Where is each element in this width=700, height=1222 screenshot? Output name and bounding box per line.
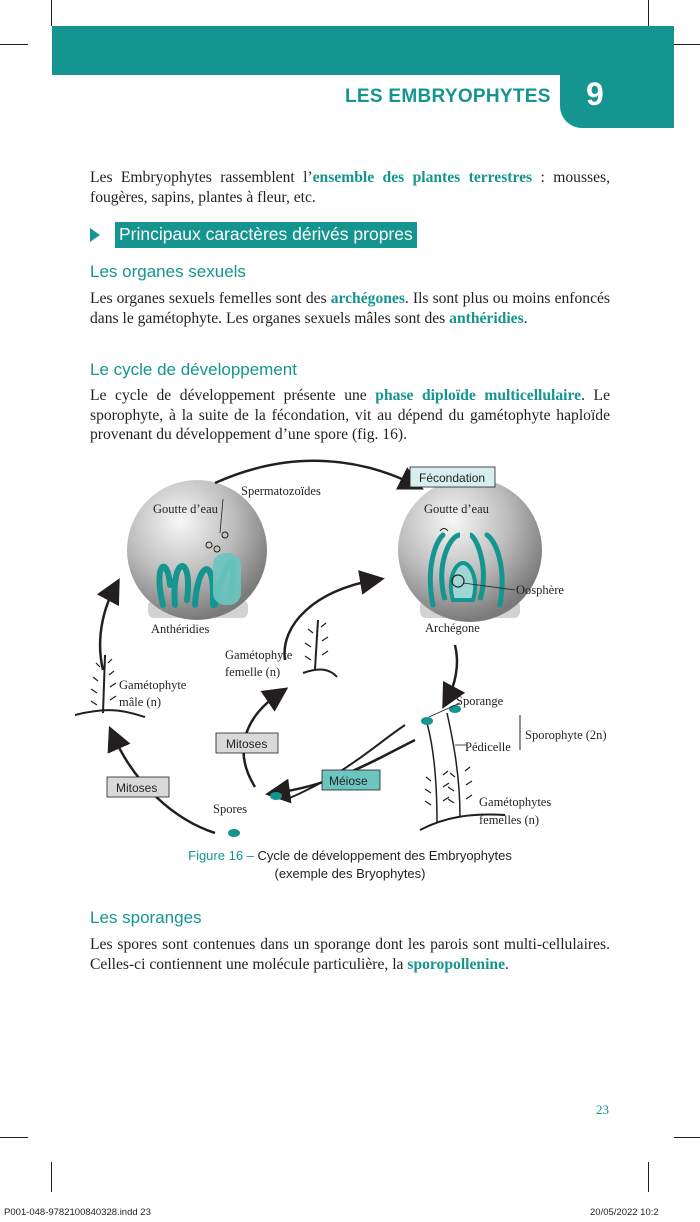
figure-caption-line1: Figure 16 – Cycle de développement des E… xyxy=(188,848,512,863)
male-gametophyte-stem xyxy=(75,654,146,718)
mitoses-center-box xyxy=(215,732,279,754)
antheridia-drop xyxy=(127,480,267,620)
crop-mark xyxy=(648,1162,649,1192)
female-gametophyte-leaves xyxy=(304,622,329,661)
chapter-number: 9 xyxy=(586,76,604,112)
female-gametophyte-stem xyxy=(302,619,338,678)
label-gameto-male-2: mâle (n) xyxy=(119,695,161,709)
sporange-left xyxy=(421,717,433,725)
section-bullet-icon xyxy=(90,228,100,242)
intro-paragraph: Les Embryophytes rassemblent l’ensemble … xyxy=(90,169,610,206)
label-gameto-femelle-2: femelle (n) xyxy=(225,665,280,679)
label-fecondation: Fécondation xyxy=(419,471,485,485)
subheading-cycle: Le cycle de développement xyxy=(90,360,297,379)
sporanges-paragraph: Les spores sont contenues dans un sporan… xyxy=(90,936,610,973)
label-gametophytes-1: Gamétophytes xyxy=(479,795,551,809)
label-oosphere: Oosphère xyxy=(516,583,564,597)
label-antheridies: Anthéridies xyxy=(151,622,209,636)
male-gametophyte-leaves xyxy=(90,658,117,706)
gametophytes-base xyxy=(419,813,506,831)
spore-1 xyxy=(270,792,282,800)
footer-file-info: P001-048-9782100840328.indd 23 xyxy=(4,1207,151,1218)
pedicelles xyxy=(426,712,461,824)
spore-2 xyxy=(228,829,240,837)
subheading-sporanges: Les sporanges xyxy=(90,908,202,927)
fecondation-box xyxy=(409,466,496,488)
cycle-paragraph: Le cycle de développement présente une p… xyxy=(90,387,610,443)
label-spores: Spores xyxy=(213,802,247,816)
chapter-tab xyxy=(560,70,674,128)
figure-caption-line2: (exemple des Bryophytes) xyxy=(274,866,426,881)
label-mitoses-left: Mitoses xyxy=(116,781,157,795)
page-title: LES EMBRYOPHYTES xyxy=(345,86,551,107)
label-goutte-right: Goutte d’eau xyxy=(424,502,490,516)
label-mitoses-center: Mitoses xyxy=(226,737,267,751)
footer-date: 20/05/2022 10:2 xyxy=(590,1207,659,1218)
crop-mark xyxy=(648,0,649,26)
label-gameto-femelle-1: Gamétophyte xyxy=(225,648,293,662)
archegonium-drop xyxy=(398,478,542,622)
arrow-meiose-2 xyxy=(284,724,406,801)
arrow-male xyxy=(96,578,120,671)
gametophytes-leaves xyxy=(424,766,473,806)
header-band xyxy=(52,26,674,75)
organes-paragraph: Les organes sexuels femelles sont des ar… xyxy=(90,290,610,327)
label-gametophytes-2: femelles (n) xyxy=(479,813,539,827)
label-meiose: Méiose xyxy=(329,774,368,788)
label-gameto-male-1: Gamétophyte xyxy=(119,678,187,692)
meiose-box xyxy=(321,769,381,791)
arrow-female xyxy=(283,570,385,661)
label-goutte-left: Goutte d’eau xyxy=(153,502,219,516)
crop-mark xyxy=(0,44,28,45)
label-archegone: Archégone xyxy=(425,621,480,635)
label-spermatozoides: Spermatozoïdes xyxy=(241,484,321,498)
crop-mark xyxy=(674,1137,700,1138)
crop-mark xyxy=(674,44,700,45)
arrow-fecondation xyxy=(214,459,424,490)
life-cycle-figure: Fécondation Spermatozoïdes Goutte d’eau … xyxy=(75,459,607,837)
crop-mark xyxy=(51,0,52,26)
label-sporophyte: Sporophyte (2n) xyxy=(525,728,607,742)
crop-mark xyxy=(51,1162,52,1192)
page-number: 23 xyxy=(596,1102,609,1117)
label-sporange: Sporange xyxy=(456,694,504,708)
arrow-mitoses-left xyxy=(107,725,216,835)
crop-mark xyxy=(0,1137,28,1138)
subheading-organes: Les organes sexuels xyxy=(90,262,246,281)
arrow-sporophyte xyxy=(442,644,466,709)
label-pedicelle: Pédicelle xyxy=(465,740,511,754)
section-heading: Principaux caractères dérivés propres xyxy=(115,222,417,248)
mitoses-left-box xyxy=(106,776,170,798)
